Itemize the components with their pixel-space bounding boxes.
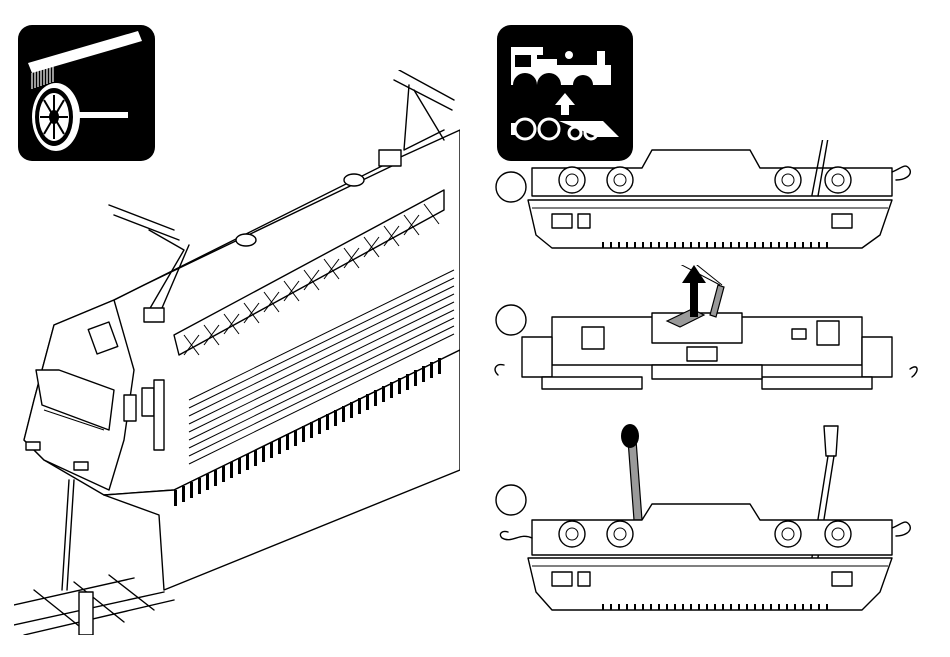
step-3-lubricate xyxy=(492,420,922,630)
locomotive-illustration xyxy=(14,70,460,635)
locomotive-line-drawing xyxy=(14,70,460,635)
step-2-marker xyxy=(496,305,526,335)
step-1-drawing xyxy=(492,140,912,260)
step-2-lift-cover xyxy=(492,265,922,395)
step-2-drawing xyxy=(492,265,922,395)
step-3-drawing xyxy=(492,420,922,630)
lift-arrow-icon xyxy=(682,265,706,317)
step-1-unscrew xyxy=(492,140,912,260)
step-3-marker xyxy=(496,485,526,515)
oiler-icon xyxy=(621,424,642,520)
step-1-marker xyxy=(496,172,526,202)
